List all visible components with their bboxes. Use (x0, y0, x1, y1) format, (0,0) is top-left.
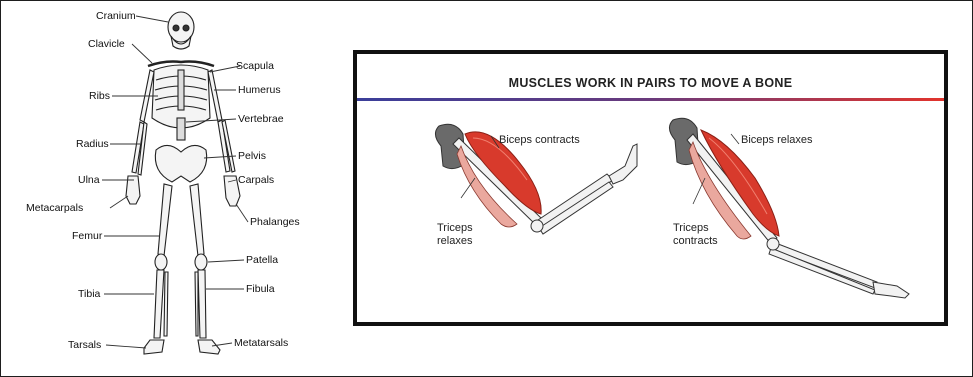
label-humerus: Humerus (238, 84, 281, 96)
label-scapula: Scapula (236, 60, 274, 72)
label-vertebrae: Vertebrae (238, 113, 284, 125)
skeleton-diagram: Cranium Clavicle Scapula Ribs Humerus Ve… (40, 0, 330, 377)
label-metatarsals: Metatarsals (234, 337, 288, 349)
label-tibia: Tibia (78, 288, 100, 300)
right-triceps-label-line2: contracts (673, 235, 718, 248)
label-phalanges: Phalanges (250, 216, 300, 228)
muscles-diagram-panel: MUSCLES WORK IN PAIRS TO MOVE A BONE (353, 50, 948, 326)
label-femur: Femur (72, 230, 102, 242)
left-triceps-label-line2: relaxes (437, 235, 472, 248)
label-radius: Radius (76, 138, 109, 150)
label-ulna: Ulna (78, 174, 100, 186)
label-ribs: Ribs (89, 90, 110, 102)
label-pelvis: Pelvis (238, 150, 266, 162)
arm-illustrations (357, 54, 944, 322)
label-metacarpals: Metacarpals (26, 202, 83, 214)
left-triceps-label-line1: Triceps (437, 222, 473, 235)
label-tarsals: Tarsals (68, 339, 101, 351)
right-biceps-label: Biceps relaxes (741, 134, 813, 147)
label-clavicle: Clavicle (88, 38, 125, 50)
label-carpals: Carpals (238, 174, 274, 186)
left-biceps-label: Biceps contracts (499, 134, 580, 147)
right-triceps-label-line1: Triceps (673, 222, 709, 235)
skeleton-illustration (40, 0, 330, 377)
label-fibula: Fibula (246, 283, 275, 295)
label-patella: Patella (246, 254, 278, 266)
label-cranium: Cranium (96, 10, 136, 22)
